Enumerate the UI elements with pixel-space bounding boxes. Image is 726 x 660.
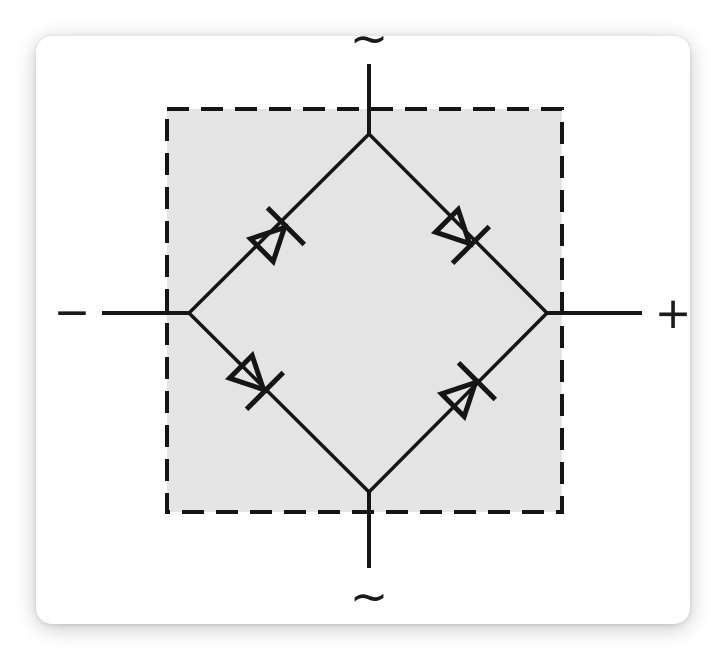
diode-lower-left	[224, 350, 286, 412]
enclosure-box	[165, 107, 564, 514]
diode-upper-right	[430, 204, 492, 266]
ac-top-label: ~	[350, 36, 389, 65]
dc-negative-label: −	[54, 287, 91, 338]
ac-bottom-label: ~	[350, 569, 389, 623]
diode-lower-right	[436, 360, 498, 422]
bridge-rectifier-diagram: ~ ~ − +	[54, 36, 690, 623]
dc-positive-label: +	[655, 288, 690, 339]
diagram-card: ~ ~ − +	[36, 36, 690, 624]
diode-upper-left	[245, 205, 307, 267]
